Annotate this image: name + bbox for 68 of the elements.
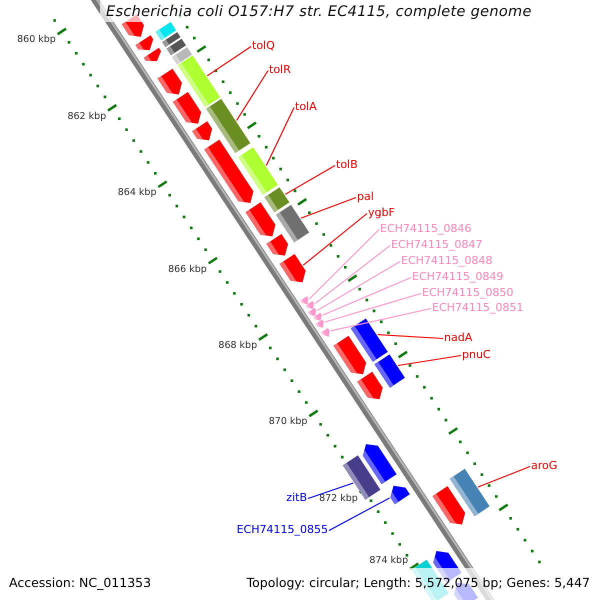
leader-line — [378, 334, 444, 340]
gene-label: ECH74115_0849 — [412, 270, 504, 283]
leader-line — [308, 482, 354, 500]
gene-label: tolB — [336, 158, 358, 171]
gene-block — [144, 48, 161, 62]
gene-label: ygbF — [368, 206, 395, 219]
gene-block — [192, 121, 212, 140]
leader-line — [324, 292, 422, 323]
leader-line — [302, 213, 368, 266]
genome-summary: Topology: circular; Length: 5,572,075 bp; Genes: 5,447 — [246, 575, 590, 590]
gene-block — [390, 486, 410, 504]
scale-label: 874 kbp — [369, 554, 408, 568]
gene-block — [266, 234, 288, 256]
leader-line — [206, 46, 252, 76]
gene-label: ECH74115_0847 — [391, 238, 482, 251]
scale-label: 862 kbp — [67, 110, 106, 123]
gene-block — [158, 68, 182, 94]
leader-line — [314, 245, 390, 304]
gene-label: ECH74115_0855 — [236, 523, 328, 536]
gene-label: ECH74115_0851 — [432, 301, 524, 314]
gene-block — [300, 296, 308, 304]
gene-block — [321, 328, 330, 337]
gene-block — [308, 308, 316, 316]
accession-text: Accession: NC_011353 — [9, 575, 152, 590]
leader-line — [330, 308, 432, 332]
gene-block — [172, 92, 202, 124]
gene-block — [432, 486, 466, 524]
leader-line — [236, 70, 268, 121]
gene-label: ECH74115_0850 — [422, 286, 514, 299]
leader-line — [328, 498, 390, 531]
gene-block — [280, 254, 306, 282]
leader-line — [322, 277, 412, 316]
leader-line — [309, 229, 380, 299]
scale-label: 866 kbp — [168, 262, 207, 276]
gene-label: tolQ — [252, 39, 275, 52]
gene-label: tolR — [269, 63, 291, 76]
gene-bar — [264, 187, 290, 212]
leader-line — [285, 165, 336, 195]
gene-label: ECH74115_0846 — [380, 222, 472, 235]
gene-label: zitB — [286, 491, 307, 504]
leader-line — [317, 261, 400, 311]
scale-label: 864 kbp — [118, 186, 156, 200]
leader-line — [300, 196, 356, 219]
gene-block — [316, 320, 324, 328]
leader-line — [398, 354, 462, 366]
leader-line — [478, 466, 530, 488]
gene-block — [362, 444, 397, 484]
gene-block — [246, 202, 276, 236]
gene-label: pnuC — [462, 348, 491, 361]
scale-label: 872 kbp — [319, 492, 358, 505]
gene-bar — [374, 354, 405, 388]
gene-label: aroG — [531, 459, 558, 472]
gene-block — [306, 301, 314, 309]
gene-block — [204, 140, 254, 203]
leader-line — [266, 107, 294, 166]
gene-bar — [276, 204, 310, 242]
gene-label: nadA — [444, 331, 472, 344]
gene-label: pal — [357, 190, 374, 203]
gene-label: ECH74115_0848 — [401, 254, 492, 267]
scale-label: 860 kbp — [17, 33, 56, 46]
scale-label: 870 kbp — [268, 415, 308, 428]
gene-block — [136, 35, 154, 50]
gene-block — [357, 372, 383, 400]
gene-label: tolA — [295, 100, 317, 113]
gene-block — [334, 336, 366, 374]
gene-bar — [172, 47, 192, 64]
scale-label: 868 kbp — [218, 339, 258, 352]
gene-block — [313, 312, 322, 321]
